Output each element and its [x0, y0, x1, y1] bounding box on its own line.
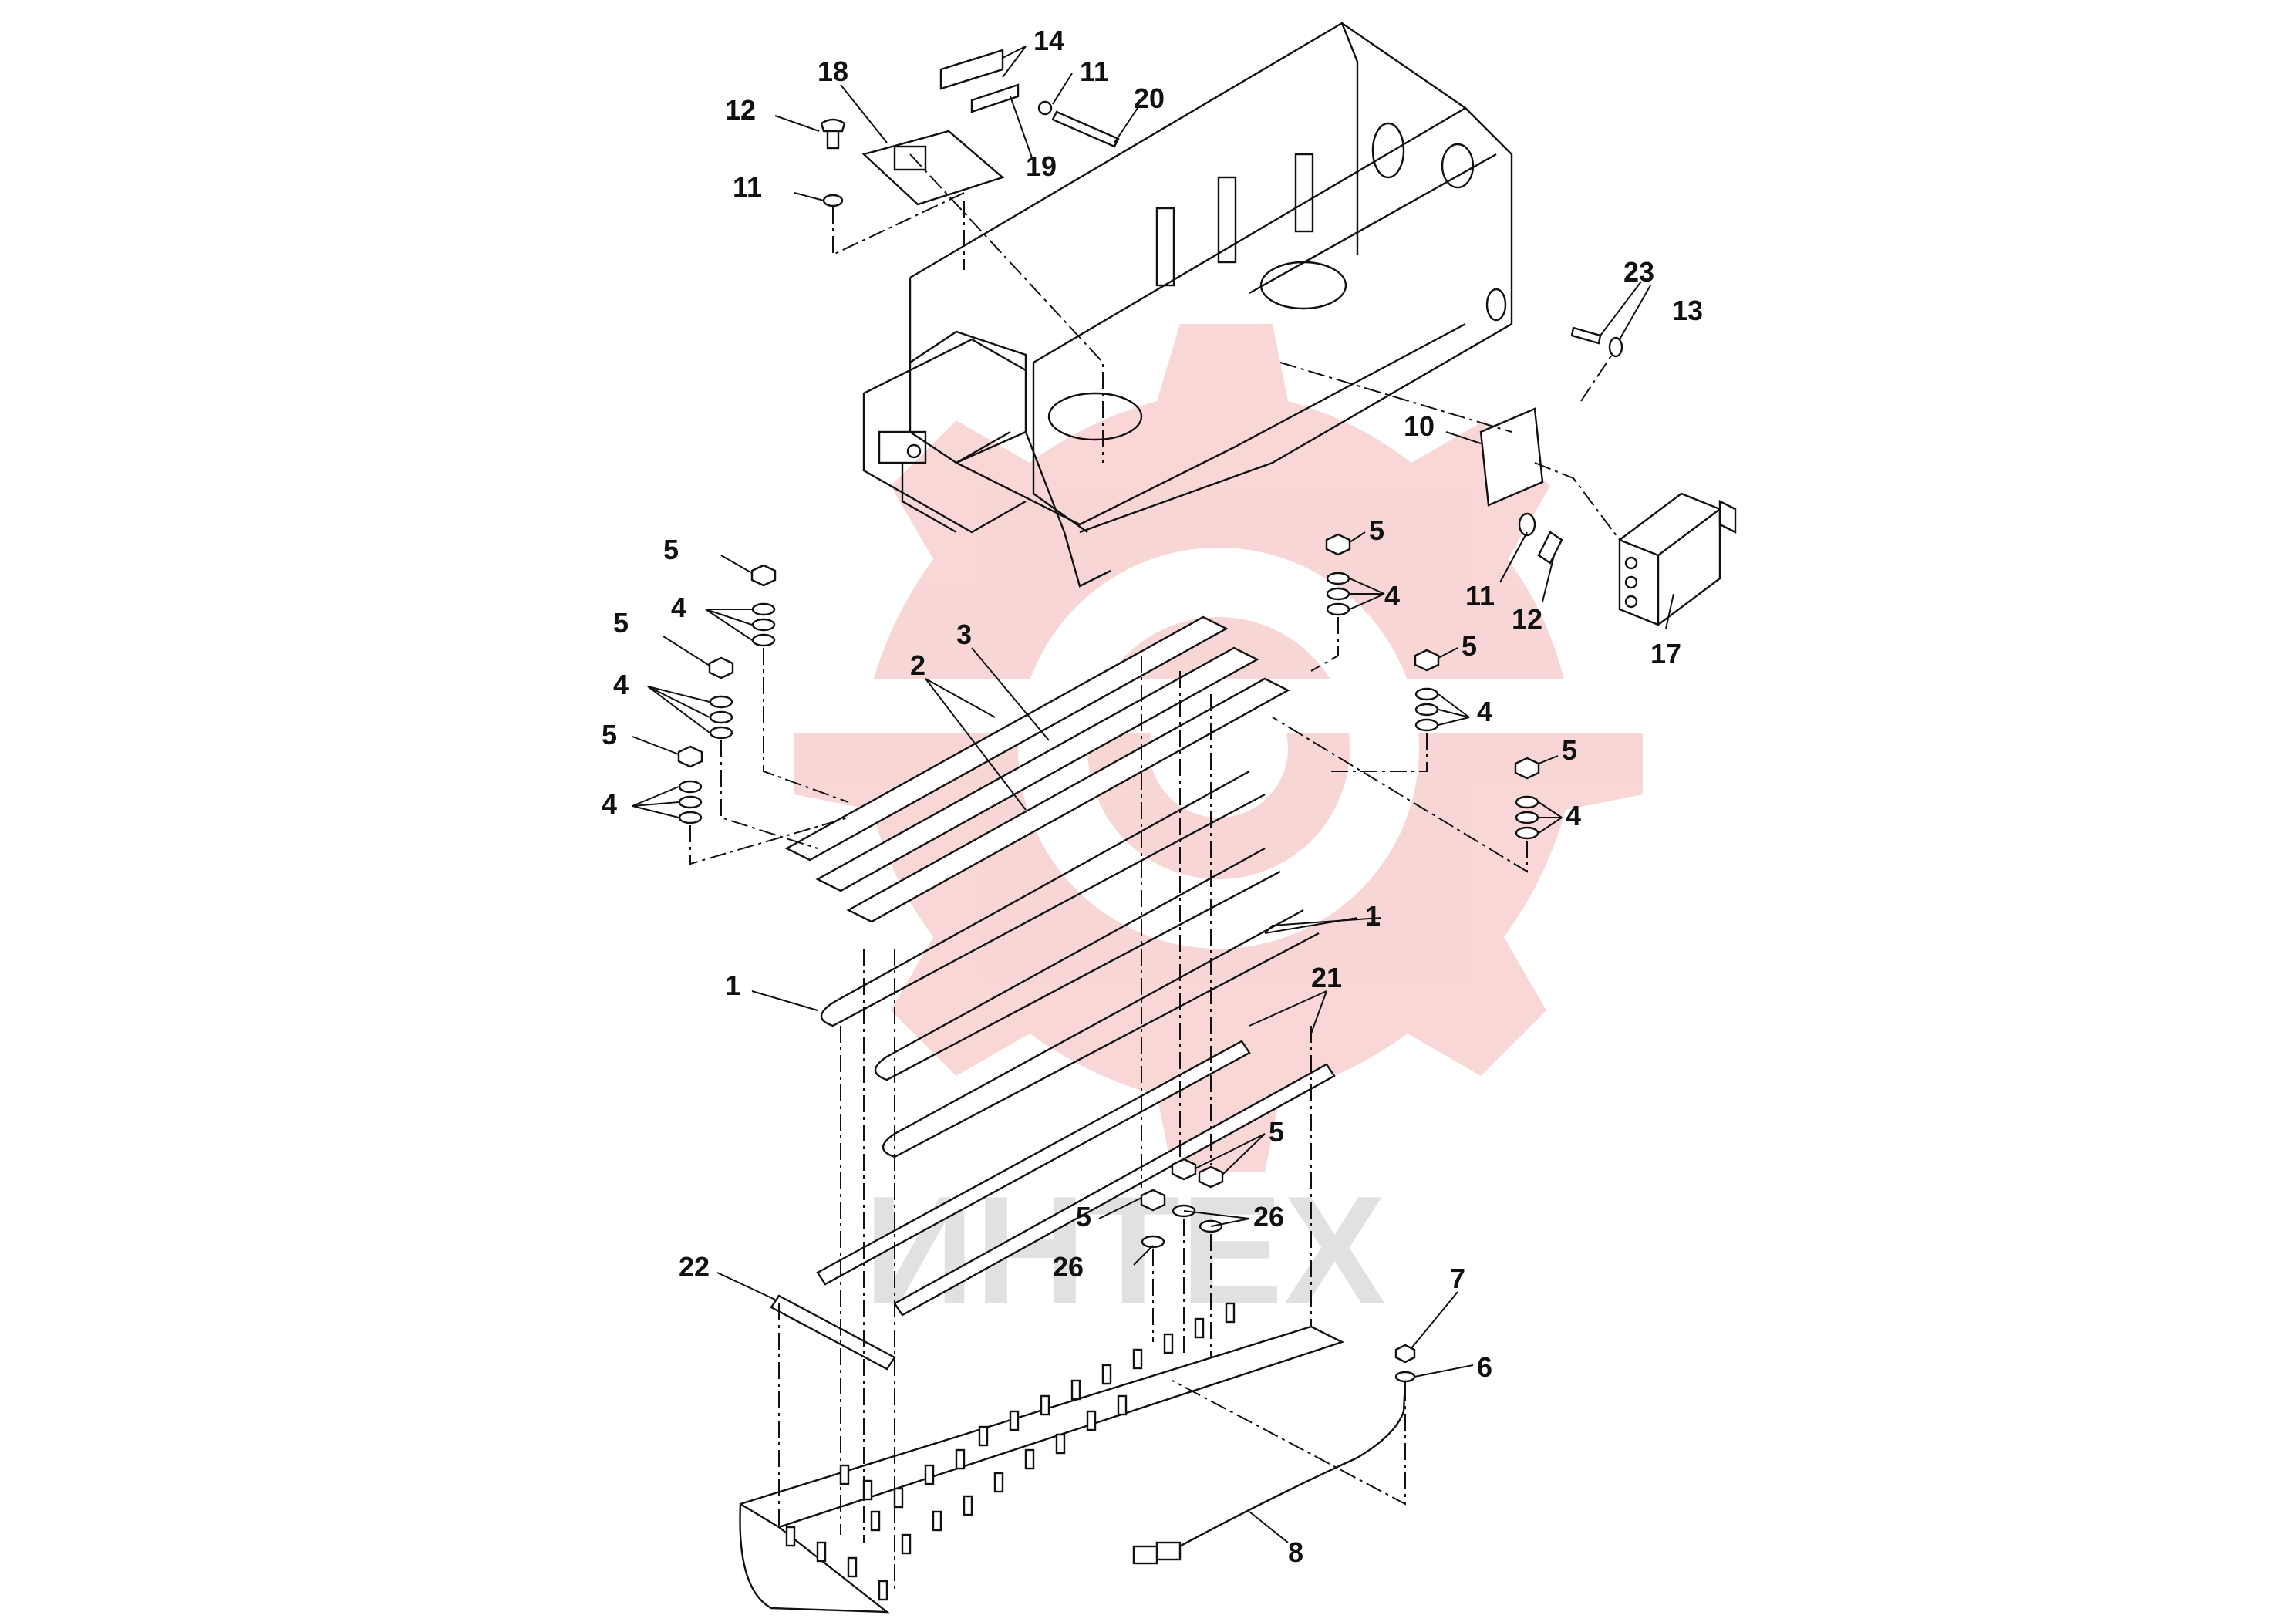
nut-5c [677, 745, 703, 768]
washers-4e [1414, 687, 1439, 732]
callout-7: 7 [1450, 1263, 1465, 1294]
nuts-5-lower [1140, 1158, 1224, 1212]
washer-6 [1394, 1371, 1416, 1383]
watermark-text: ИНТЕХ [864, 1165, 1386, 1337]
callout-5-a: 5 [663, 534, 679, 565]
callout-5-d: 5 [1369, 514, 1384, 546]
terminal-box-17 [1618, 492, 1737, 626]
callout-2: 2 [910, 649, 925, 681]
callout-19: 19 [1026, 150, 1057, 182]
callout-11-top-right: 11 [1080, 56, 1109, 87]
nut-5a [750, 564, 777, 587]
callout-23: 23 [1623, 256, 1654, 288]
bracket-18 [861, 130, 1005, 206]
washer-11-top [822, 194, 844, 207]
bar-22 [770, 1294, 896, 1371]
sensor-cable-8 [1132, 1380, 1407, 1565]
callout-11-top-left: 11 [733, 171, 762, 203]
callout-5-e: 5 [1462, 630, 1477, 662]
callout-4-c: 4 [602, 788, 617, 820]
washers-4a [751, 602, 776, 647]
nut-5b [708, 656, 734, 679]
callout-4-f: 4 [1566, 800, 1581, 831]
screw-12-top [820, 118, 846, 150]
tray-pins [785, 1302, 1236, 1601]
callout-5-b: 5 [613, 607, 629, 639]
watermark-gear [740, 324, 1697, 1172]
plate-10 [1479, 407, 1544, 507]
washers-4b [709, 695, 733, 740]
screw-12-right [1537, 531, 1563, 565]
heating-element-1a [820, 770, 1266, 1027]
nut-5e [1414, 649, 1440, 672]
callout-11-right: 11 [1465, 580, 1495, 612]
washer-13 [1608, 336, 1623, 358]
nut-5f [1514, 757, 1540, 780]
callout-10: 10 [1404, 410, 1435, 442]
callout-5-f: 5 [1562, 734, 1577, 766]
rail-3 [784, 615, 1229, 862]
main-frame [862, 22, 1513, 588]
callout-5-c: 5 [602, 719, 617, 750]
strip-21b [893, 1063, 1336, 1317]
screw-23 [1570, 326, 1602, 345]
callout-4-b: 4 [613, 669, 629, 700]
callout-5-h: 5 [1076, 1201, 1091, 1233]
callout-18: 18 [818, 56, 848, 87]
washers-4c [678, 780, 703, 824]
callout-4-a: 4 [671, 592, 686, 623]
nut-7 [1394, 1344, 1416, 1364]
callout-12-top: 12 [725, 94, 756, 126]
washers-4d [1326, 572, 1350, 616]
callout-17: 17 [1650, 638, 1681, 669]
washer-11-right [1518, 512, 1536, 537]
callout-21: 21 [1311, 962, 1342, 993]
callout-14: 14 [1033, 25, 1064, 56]
callout-12-right: 12 [1512, 603, 1542, 635]
base-tray [739, 1325, 1345, 1614]
callout-6: 6 [1477, 1351, 1492, 1383]
callout-1-left: 1 [725, 969, 740, 1001]
callout-20: 20 [1134, 83, 1165, 114]
nut-5d [1325, 533, 1351, 556]
callout-22: 22 [679, 1251, 710, 1283]
connector-14 [939, 49, 1020, 113]
leader-lines [632, 46, 1674, 1543]
heating-element-1b [874, 847, 1281, 1081]
assembly-lines [689, 153, 1620, 1589]
callout-13: 13 [1672, 295, 1703, 326]
rail-2-upper [815, 646, 1259, 892]
callout-4-e: 4 [1477, 696, 1492, 727]
callout-8: 8 [1288, 1536, 1303, 1568]
callout-26-left: 26 [1053, 1251, 1084, 1283]
callout-5-g: 5 [1269, 1116, 1284, 1148]
callout-3: 3 [956, 619, 972, 650]
callout-4-d: 4 [1384, 580, 1400, 612]
rail-2-lower [846, 677, 1290, 923]
callout-26-right: 26 [1253, 1201, 1284, 1233]
washers-4f [1515, 795, 1539, 840]
callout-1-right: 1 [1365, 900, 1381, 932]
screw-20 [1037, 100, 1120, 148]
